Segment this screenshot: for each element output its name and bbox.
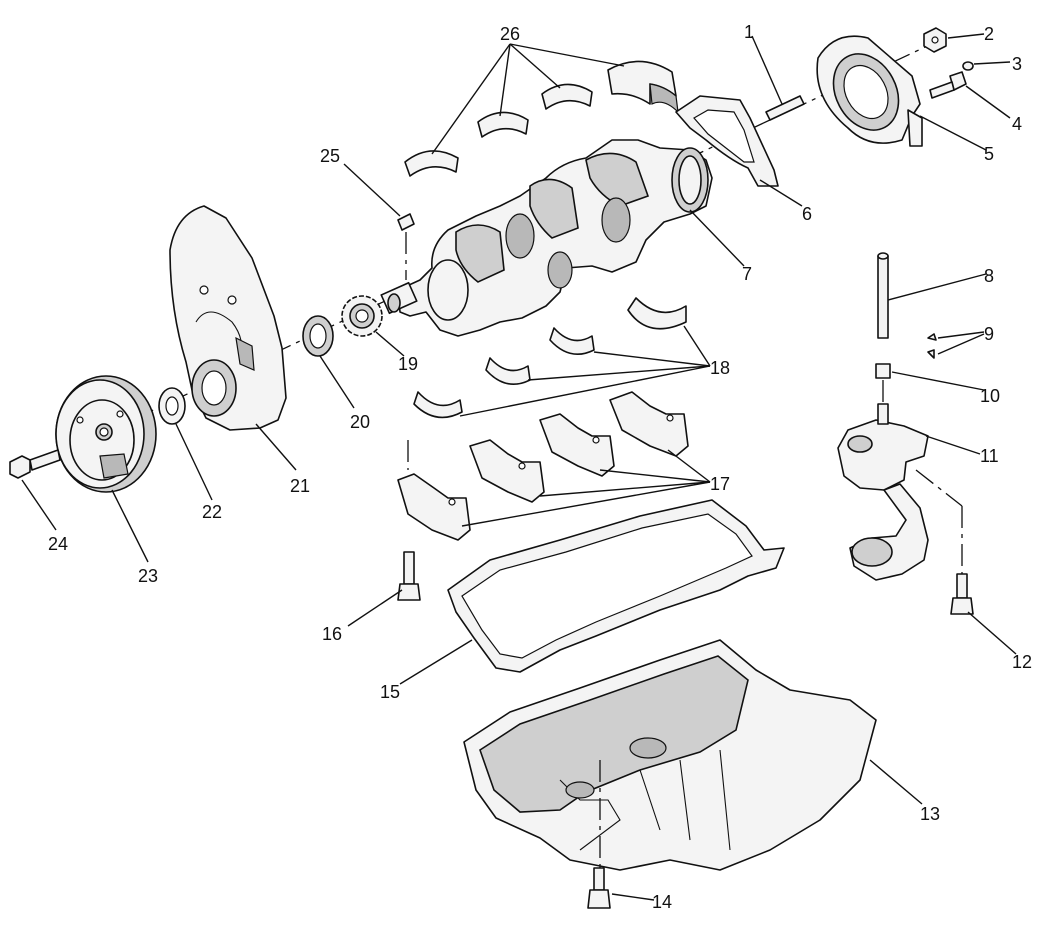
rear-retainer-stud-small [962, 61, 974, 71]
crankshaft-sprocket [341, 295, 383, 337]
lower-bearing-shells [413, 297, 687, 419]
callout-15: 15 [380, 682, 400, 702]
callout-26: 26 [500, 24, 520, 44]
callout-24: 24 [48, 534, 68, 554]
rear-seal-retainer [816, 35, 923, 147]
callout-25: 25 [320, 146, 340, 166]
oil-pan-bolt [587, 867, 611, 909]
upper-bearing-shells [404, 60, 679, 177]
oil-pump [837, 403, 929, 581]
callout-20: 20 [350, 412, 370, 432]
crankshaft-balancer [55, 375, 157, 493]
shaft-coupling [875, 363, 891, 379]
callout-10: 10 [980, 386, 1000, 406]
callout-16: 16 [322, 624, 342, 644]
callout-23: 23 [138, 566, 158, 586]
callout-11: 11 [980, 446, 999, 466]
callout-21: 21 [290, 476, 310, 496]
callout-2: 2 [984, 24, 994, 44]
callout-13: 13 [920, 804, 940, 824]
callout-9: 9 [984, 324, 994, 344]
main-cap-bolt [397, 551, 421, 601]
callout-18: 18 [710, 358, 730, 378]
oil-pump-drive-shaft [877, 252, 889, 339]
leader-lines [21, 33, 1017, 901]
front-seal [302, 315, 334, 357]
callout-12: 12 [1012, 652, 1032, 672]
callout-5: 5 [984, 144, 994, 164]
callout-14: 14 [652, 892, 672, 912]
callout-1: 1 [744, 22, 754, 42]
callout-17: 17 [710, 474, 730, 494]
oil-pump-bolt [950, 573, 974, 615]
rear-seal-gasket [675, 95, 779, 187]
callout-4: 4 [1012, 114, 1022, 134]
oil-pan [463, 639, 877, 871]
crankshaft-washer [158, 387, 186, 425]
shaft-retainer-clips [927, 333, 937, 359]
callout-labels: 26 1 2 3 4 5 6 7 8 9 10 11 12 13 14 15 1… [48, 22, 1032, 912]
oil-pan-gasket-inner [461, 513, 753, 659]
callout-3: 3 [1012, 54, 1022, 74]
balancer-bolt [9, 449, 61, 479]
callout-6: 6 [802, 204, 812, 224]
callout-8: 8 [984, 266, 994, 286]
crankshaft [380, 139, 713, 337]
callout-7: 7 [742, 264, 752, 284]
engine-front-cover [169, 205, 287, 431]
callout-19: 19 [398, 354, 418, 374]
crankshaft-key [397, 213, 415, 231]
callout-22: 22 [202, 502, 222, 522]
rear-retainer-nut [923, 27, 947, 53]
pump-bolt-line [915, 469, 963, 507]
rear-retainer-stud [765, 95, 805, 121]
rear-retainer-bolt [929, 71, 967, 99]
main-bearing-caps [397, 391, 689, 541]
